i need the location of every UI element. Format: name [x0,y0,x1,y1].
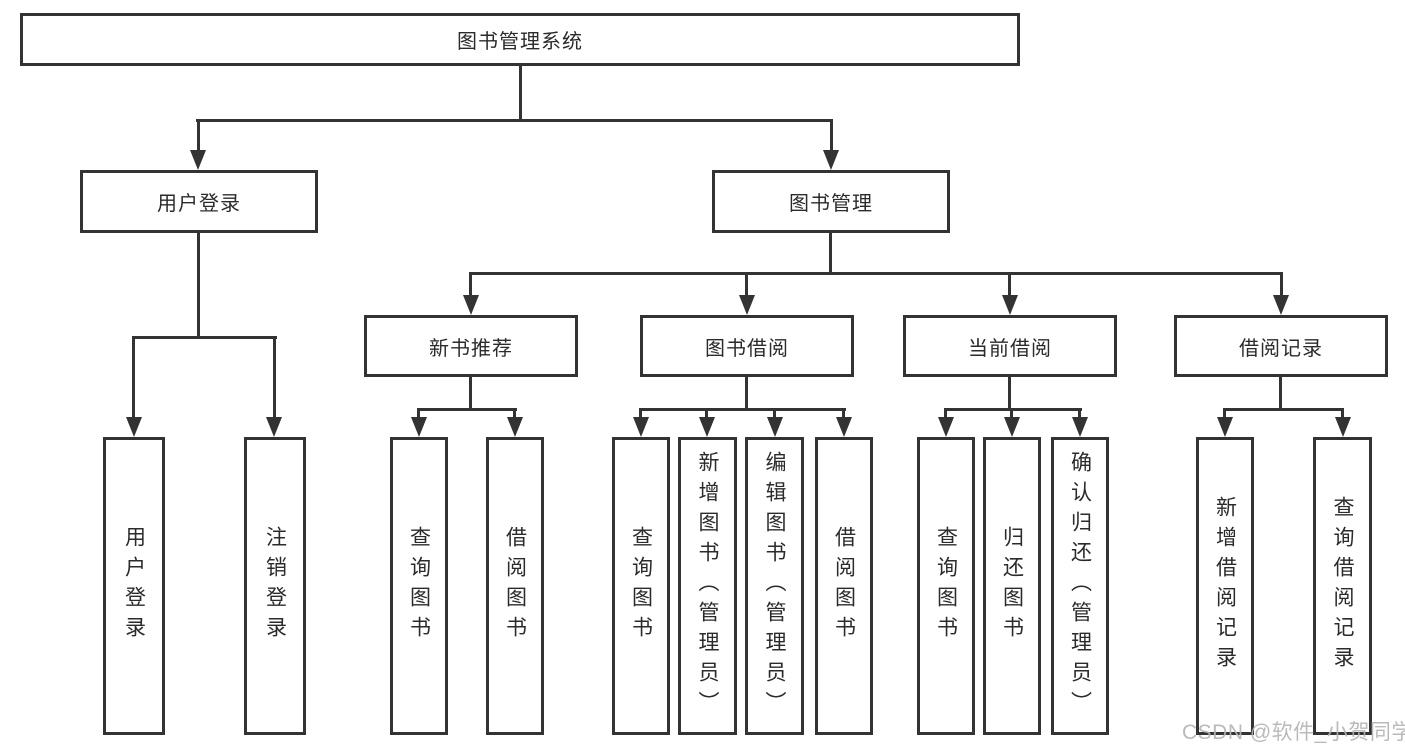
connector-drop [1010,408,1013,419]
connector-current-borrow-branch [944,408,1082,411]
node-root-library-system: 图书管理系统 [20,13,1020,66]
arrow-down-icon [739,295,755,315]
arrow-down-icon [507,417,523,437]
node-borrow-records: 借阅记录 [1174,315,1388,377]
arrow-down-icon [463,295,479,315]
node-book-mgmt: 图书管理 [712,170,950,233]
arrow-down-icon [1273,295,1289,315]
leaf-label: 新增图书（管理员） [696,451,719,721]
connector-current-borrow-stem [1008,377,1011,408]
leaf-label: 归还图书 [1000,526,1024,646]
leaf-label: 编辑图书（管理员） [763,451,786,721]
arrow-down-icon [699,417,715,437]
leaf-add-borrow-record: 新增借阅记录 [1196,437,1254,735]
leaf-label: 查询图书 [407,526,431,646]
leaf-edit-books-admin: 编辑图书（管理员） [745,437,804,735]
leaf-label: 借阅图书 [832,526,856,646]
node-root-label: 图书管理系统 [457,31,583,53]
arrow-down-icon [1217,417,1233,437]
node-book-borrow-label: 图书借阅 [705,337,789,360]
leaf-return-books: 归还图书 [983,437,1041,735]
connector-borrow-records-branch [1223,408,1344,411]
connector-drop-borrow-records [1280,272,1283,295]
arrow-down-icon [1002,295,1018,315]
leaf-borrow-books-1: 借阅图书 [486,437,544,735]
connector-drop-book-mgmt [830,119,833,151]
arrow-down-icon [633,417,649,437]
leaf-query-borrow-record: 查询借阅记录 [1313,437,1372,735]
leaf-query-books-3: 查询图书 [917,437,975,735]
arrow-down-icon [836,417,852,437]
leaf-borrow-books-2: 借阅图书 [815,437,873,735]
connector-drop [842,408,845,419]
arrow-down-icon [411,417,427,437]
leaf-user-login-label: 用户登录 [122,526,146,646]
node-book-mgmt-label: 图书管理 [789,193,873,215]
connector-drop [944,408,947,419]
leaf-logout: 注销登录 [244,437,306,735]
arrow-down-icon [938,417,954,437]
arrow-down-icon [1004,417,1020,437]
node-user-login: 用户登录 [80,170,318,233]
node-book-borrow: 图书借阅 [640,315,854,377]
arrow-down-icon [1072,417,1088,437]
arrow-down-icon [190,150,206,170]
connector-drop-book-borrow [745,272,748,295]
connector-drop-login-leaf [132,336,135,417]
leaf-logout-label: 注销登录 [263,526,287,646]
connector-borrow-records-stem [1279,377,1282,408]
connector-drop [773,408,776,419]
connector-drop [705,408,708,419]
leaf-label: 确认归还（管理员） [1068,451,1092,721]
leaf-confirm-return-admin: 确认归还（管理员） [1051,437,1109,735]
connector-root-branch [196,119,833,122]
leaf-query-books-2: 查询图书 [612,437,670,735]
leaf-label: 查询借阅记录 [1331,496,1354,676]
arrow-down-icon [1335,417,1351,437]
connector-new-book-rec-stem [469,377,472,408]
csdn-watermark: CSDN @软件_小贺同学 [1182,721,1405,744]
connector-drop [513,408,516,419]
connector-drop-new-book-rec [469,272,472,295]
arrow-down-icon [823,150,839,170]
connector-root-stem [519,66,522,119]
connector-book-mgmt-branch [469,272,1283,275]
node-new-book-recommend: 新书推荐 [364,315,578,377]
connector-book-borrow-branch [639,408,846,411]
leaf-label: 查询图书 [934,526,958,646]
connector-drop-current-borrow [1008,272,1011,295]
node-current-borrow-label: 当前借阅 [968,337,1052,360]
connector-user-login-branch [132,336,277,339]
node-borrow-records-label: 借阅记录 [1239,337,1323,360]
connector-drop [417,408,420,419]
node-current-borrow: 当前借阅 [903,315,1117,377]
connector-drop [639,408,642,419]
leaf-label: 借阅图书 [503,526,527,646]
connector-user-login-stem [197,233,200,336]
leaf-label: 新增借阅记录 [1213,496,1237,676]
connector-drop [1341,408,1344,419]
connector-drop-logout-leaf [273,336,276,417]
leaf-add-books-admin: 新增图书（管理员） [678,437,737,735]
node-user-login-label: 用户登录 [157,193,241,215]
connector-book-mgmt-stem [829,233,832,272]
connector-drop [1078,408,1081,419]
leaf-user-login: 用户登录 [103,437,165,735]
connector-new-book-rec-branch [417,408,517,411]
connector-drop [1223,408,1226,419]
leaf-query-books-1: 查询图书 [390,437,448,735]
connector-drop-user-login [197,119,200,151]
leaf-label: 查询图书 [629,526,653,646]
arrow-down-icon [767,417,783,437]
arrow-down-icon [266,417,282,437]
connector-book-borrow-stem [745,377,748,408]
arrow-down-icon [126,417,142,437]
node-new-book-recommend-label: 新书推荐 [429,337,513,360]
